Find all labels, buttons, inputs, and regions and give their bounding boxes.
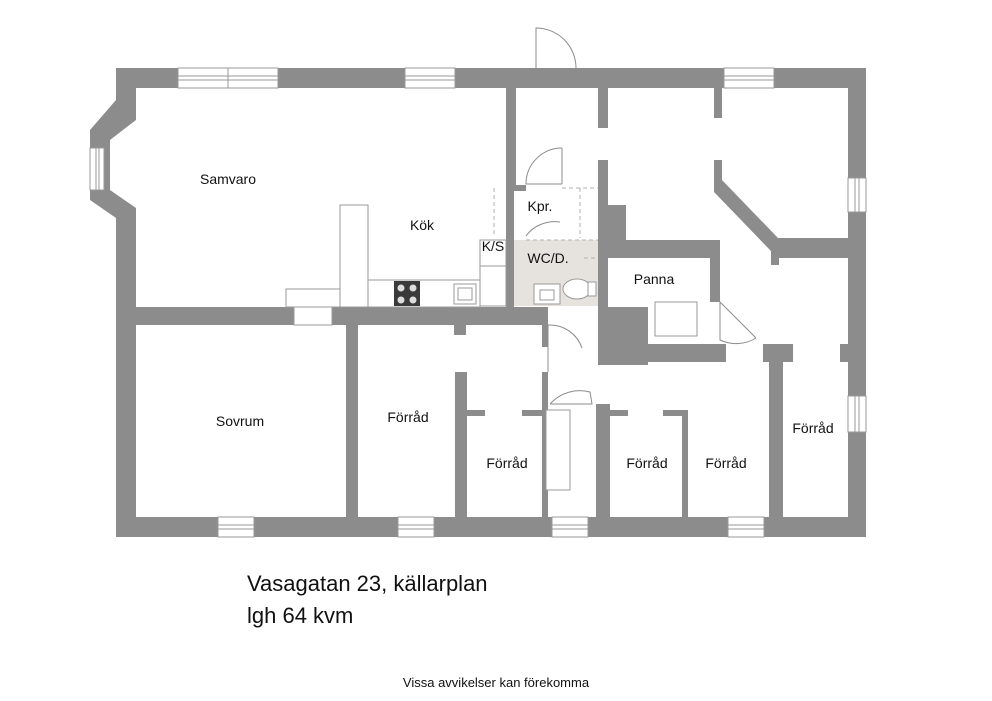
interior-walls — [136, 88, 848, 517]
kitchen-fixtures — [285, 204, 507, 308]
room-label-forrad-4: Förråd — [705, 455, 746, 471]
room-label-wcd: WC/D. — [527, 250, 568, 266]
room-label-forrad-1: Förråd — [387, 409, 428, 425]
room-label-kpr: Kpr. — [528, 198, 553, 214]
stove-icon — [394, 281, 420, 306]
room-label-forrad-3: Förråd — [626, 455, 667, 471]
room-label-panna: Panna — [634, 271, 675, 287]
outer-walls — [90, 68, 866, 537]
doors — [525, 27, 757, 491]
room-label-kok: Kök — [410, 217, 435, 233]
room-label-forrad-5: Förråd — [792, 420, 833, 436]
disclaimer-text: Vissa avvikelser kan förekomma — [402, 675, 590, 690]
boiler-unit — [654, 301, 698, 337]
wc-fixtures — [533, 257, 597, 305]
room-label-sovrum: Sovrum — [216, 413, 264, 429]
windows — [89, 67, 867, 538]
toilet-icon — [562, 278, 592, 300]
room-label-samvaro: Samvaro — [200, 171, 256, 187]
room-labels: Samvaro Kök Kpr. K/S WC/D. Panna Sovrum … — [200, 171, 834, 471]
address-caption: Vasagatan 23, källarplan — [247, 571, 488, 596]
fridge-box — [479, 239, 507, 267]
size-caption: lgh 64 kvm — [247, 603, 354, 628]
room-label-ks: K/S — [482, 238, 505, 254]
room-label-forrad-2: Förråd — [486, 455, 527, 471]
